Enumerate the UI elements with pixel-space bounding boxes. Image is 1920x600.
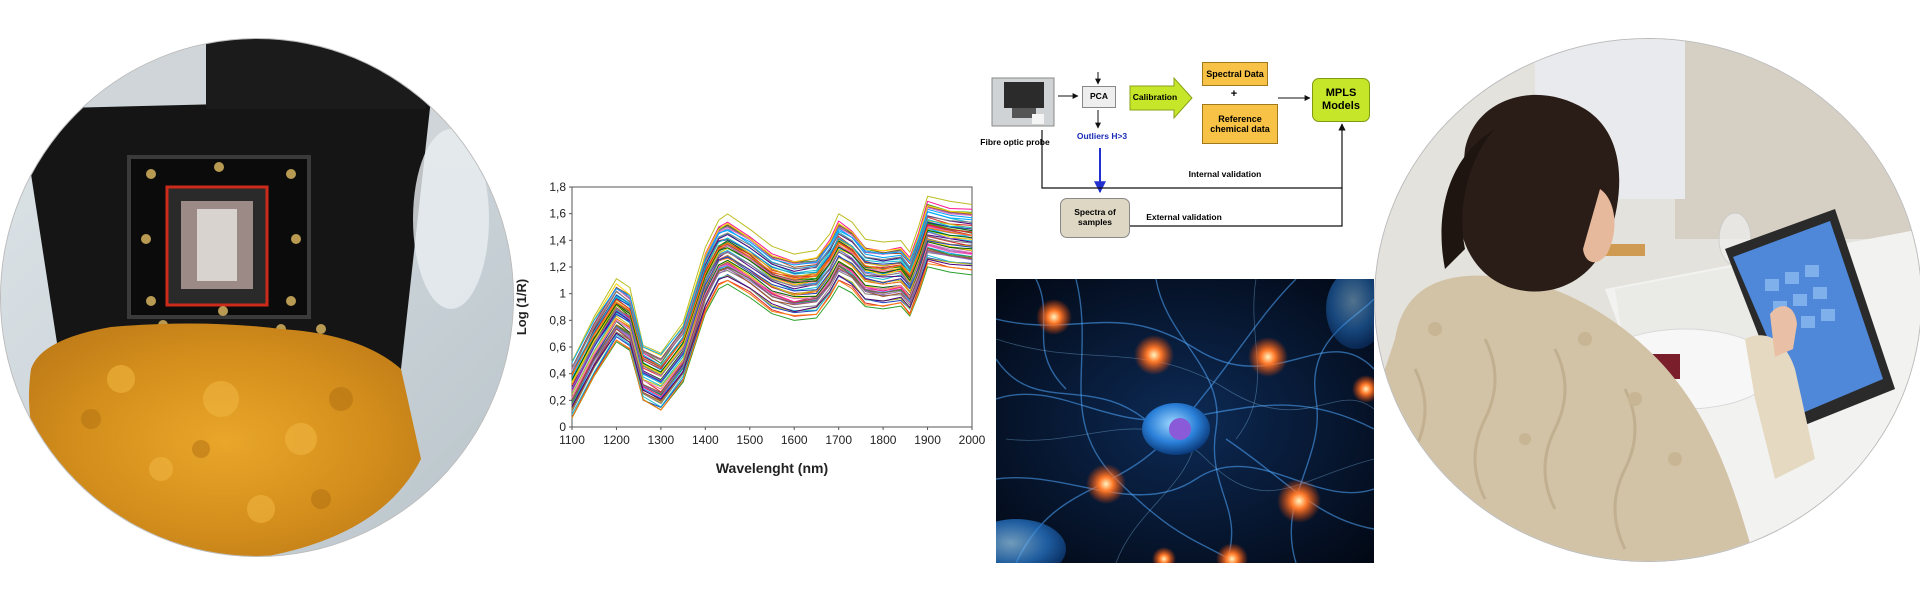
plot-frame xyxy=(571,186,973,428)
mpls-models-box: MPLS Models xyxy=(1312,78,1370,122)
x-tick-label: 1300 xyxy=(648,433,675,447)
calibration-arrow-shape xyxy=(1129,76,1193,120)
fibre-probe-image xyxy=(991,77,1055,127)
y-tick-label: 0,8 xyxy=(549,313,566,327)
x-tick-label: 1700 xyxy=(825,433,852,447)
x-tick-label: 2000 xyxy=(959,433,986,447)
spectrum-line xyxy=(571,216,973,369)
y-tick-label: 1,2 xyxy=(549,260,566,274)
tablet-photo-illustration xyxy=(1375,39,1920,561)
series-layer xyxy=(571,195,973,419)
spectrum-line xyxy=(571,231,973,389)
spectrum-line xyxy=(571,229,973,381)
spectrum-line xyxy=(571,224,973,375)
spectrum-line xyxy=(571,239,973,395)
spectrum-line xyxy=(571,235,973,384)
fibre-probe-label: Fibre optic probe xyxy=(980,137,1050,147)
spectrum-line xyxy=(571,263,973,418)
y-tick-label: 0,4 xyxy=(549,367,566,381)
spectrum-line xyxy=(571,245,973,398)
spectrum-line xyxy=(571,250,973,401)
y-axis-label: Log (1/R) xyxy=(514,279,529,335)
x-tick-label: 1800 xyxy=(870,433,897,447)
outliers-label: Outliers H>3 xyxy=(1076,131,1128,141)
spectrum-line xyxy=(571,254,973,415)
internal-validation-line xyxy=(1041,123,1346,189)
powder-sample-photo xyxy=(0,38,514,557)
x-tick-label: 1200 xyxy=(603,433,630,447)
external-validation-label: External validation xyxy=(1146,212,1222,222)
spectrum-line xyxy=(571,218,973,372)
y-tick-label: 0,6 xyxy=(549,340,566,354)
internal-validation-label: Internal validation xyxy=(1188,169,1262,179)
y-axis-ticks: 0 0,2 0,4 0,6 0,8 1 1,2 1,4 1,6 1,8 xyxy=(549,180,572,434)
y-tick-label: 1,4 xyxy=(549,233,566,247)
y-tick-label: 1 xyxy=(559,287,566,301)
x-tick-label: 1100 xyxy=(559,433,585,447)
tablet-sensory-panel-photo xyxy=(1374,38,1920,562)
calibration-label: Calibration xyxy=(1132,92,1178,103)
neural-network-illustration xyxy=(996,279,1374,563)
external-validation-line xyxy=(1130,188,1343,227)
neuron-svg xyxy=(996,279,1374,563)
reference-data-box: Reference chemical data xyxy=(1202,104,1278,144)
workflow-connectors xyxy=(991,72,1346,227)
spectrum-line xyxy=(571,229,973,383)
spectrum-line xyxy=(571,240,973,390)
spectrum-line xyxy=(571,258,973,407)
spectrum-line xyxy=(571,227,973,375)
y-tick-label: 0,2 xyxy=(549,393,566,407)
spectrum-line xyxy=(571,252,973,412)
spectrum-line xyxy=(571,248,973,401)
x-tick-label: 1600 xyxy=(781,433,808,447)
y-tick-label: 1,6 xyxy=(549,207,566,221)
powder-sample-illustration xyxy=(1,39,513,556)
spectrum-line xyxy=(571,211,973,363)
x-tick-label: 1500 xyxy=(736,433,763,447)
y-tick-label: 0 xyxy=(559,420,566,434)
pca-box: PCA xyxy=(1082,86,1116,108)
x-tick-label: 1400 xyxy=(692,433,719,447)
x-tick-label: 1900 xyxy=(914,433,941,447)
spectral-data-box: Spectral Data xyxy=(1202,62,1268,86)
y-tick-label: 1,8 xyxy=(549,180,566,194)
workflow-diagram: Fibre optic probe PCA Outliers H>3 Calib… xyxy=(960,58,1380,248)
spectra-samples-box: Spectra of samples xyxy=(1060,198,1130,238)
x-axis-label: Wavelenght (nm) xyxy=(716,460,828,476)
x-axis-ticks: 1100 1200 1300 1400 1500 1600 1700 1800 1900 2000 xyxy=(559,427,986,447)
plus-sign: + xyxy=(1230,88,1238,100)
